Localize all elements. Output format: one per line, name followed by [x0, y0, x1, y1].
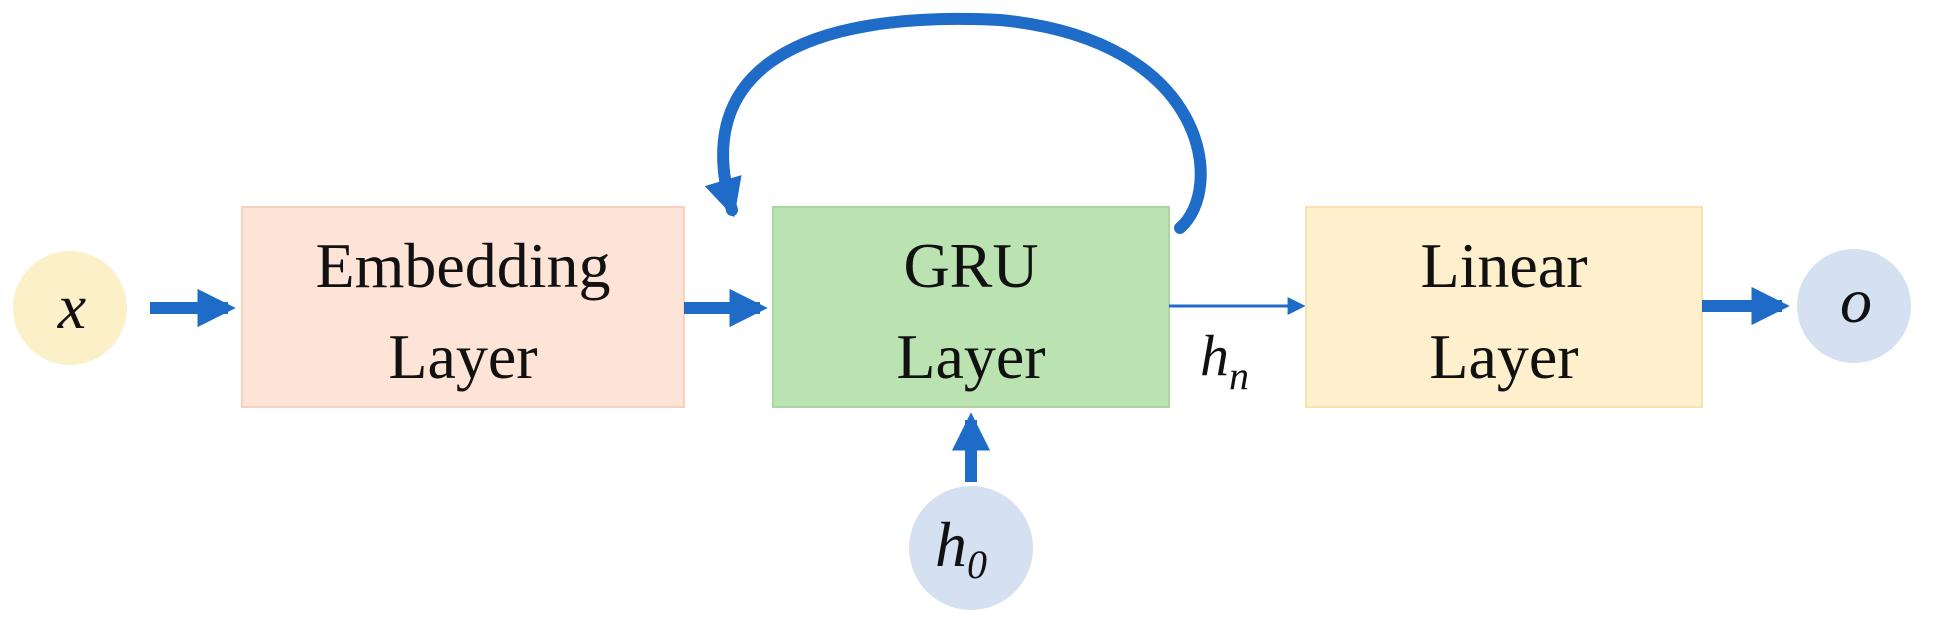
recurrent-loop-arrow: [704, 13, 1207, 234]
h0-subscript: 0: [967, 542, 987, 587]
h0-base: h: [935, 509, 967, 580]
input-x-node: [13, 251, 127, 365]
hn-base: h: [1200, 323, 1229, 388]
gru-layer-line1: GRU: [903, 230, 1038, 301]
input-x-label: x: [57, 271, 86, 342]
linear-layer-line1: Linear: [1421, 230, 1588, 301]
gru-layer-box: [772, 206, 1170, 408]
linear-layer-box: [1305, 206, 1703, 408]
embedding-layer-line2: Layer: [388, 321, 537, 392]
h0-label: h0: [935, 509, 987, 587]
linear-layer-line2: Layer: [1429, 321, 1578, 392]
embedding-layer-box: [241, 206, 685, 408]
initial-hidden-h0-node: [909, 486, 1033, 610]
gru-layer-line2: Layer: [896, 321, 1045, 392]
hidden-state-hn-label: hn: [1200, 323, 1249, 398]
output-o-node: [1797, 249, 1911, 363]
embedding-layer-line1: Embedding: [315, 230, 610, 301]
hn-subscript: n: [1229, 353, 1249, 398]
output-o-label: o: [1840, 265, 1872, 336]
